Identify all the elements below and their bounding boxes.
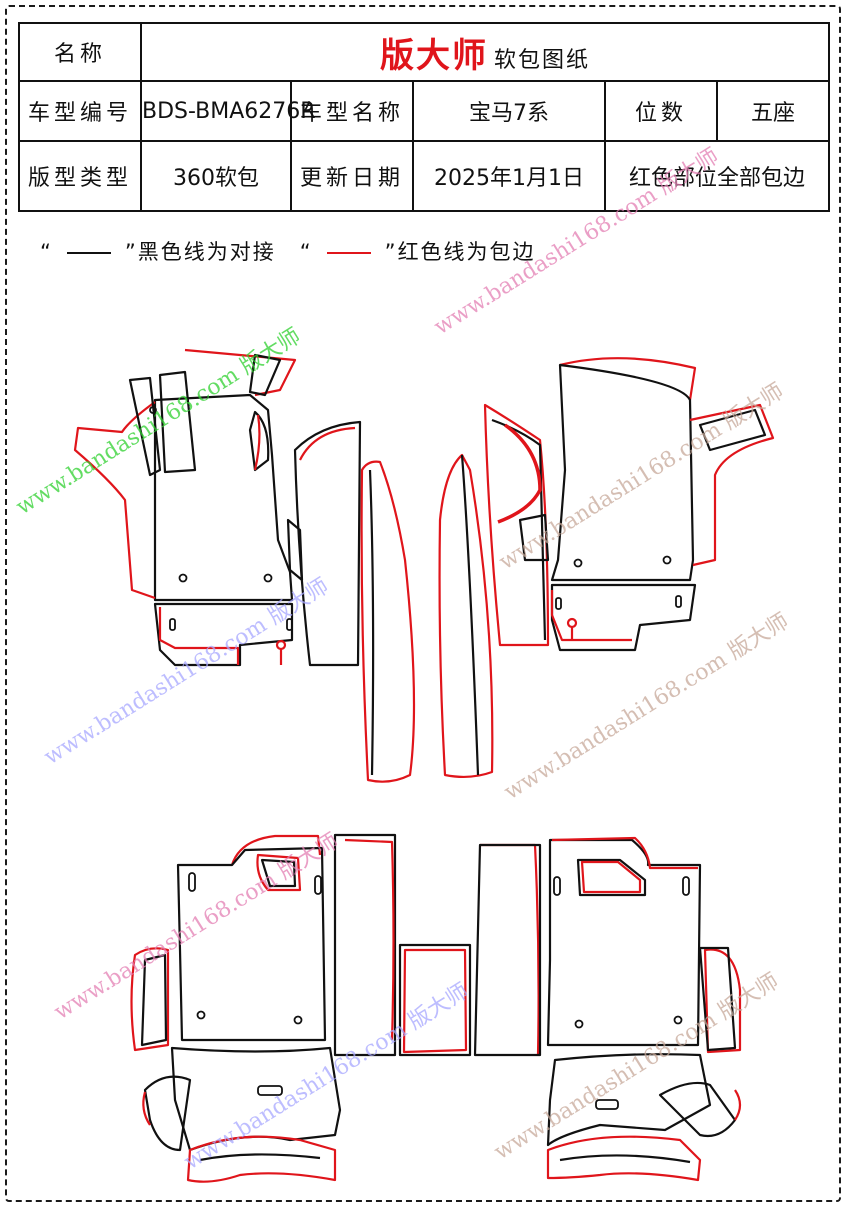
legend-close-quote-black: ” — [124, 240, 138, 264]
dashed-border — [5, 5, 841, 1202]
legend-black-text: 黑色线为对接 — [137, 240, 276, 264]
watermark-6: www.bandashi168.com 版大师 — [50, 829, 343, 1025]
pattern-type-label: 版型类型 — [18, 140, 142, 212]
legend-open-quote-black: “ — [40, 240, 53, 264]
update-date-value: 2025年1月1日 — [412, 140, 606, 212]
brand-subtitle: 软包图纸 — [494, 47, 591, 73]
legend-open-quote-red: “ — [299, 240, 313, 264]
model-code-label: 车型编号 — [18, 80, 142, 142]
binding-note: 红色部位全部包边 — [603, 140, 831, 212]
front-right-floor-piece — [550, 357, 775, 652]
legend-red-text: 红色线为包边 — [397, 240, 536, 264]
seats-value: 五座 — [715, 80, 831, 142]
update-date-label: 更新日期 — [290, 140, 414, 212]
rear-left-floor-piece — [130, 833, 472, 1183]
model-code-value: BDS-BMA6276R — [140, 80, 316, 142]
watermark-7: www.bandashi168.com 版大师 — [180, 979, 473, 1175]
model-name-value: 宝马7系 — [412, 80, 606, 142]
front-left-floor-piece — [73, 348, 297, 667]
name-label: 名称 — [18, 22, 142, 82]
red-line-swatch — [326, 252, 371, 254]
legend-close-quote-red: ” — [384, 240, 398, 264]
watermark-2: www.bandashi168.com 版大师 — [430, 144, 723, 340]
seats-label: 位数 — [604, 80, 718, 142]
info-table: 名称 版大师软包图纸 车型编号 BDS-BMA6276R 车型名称 宝马7系 位… — [18, 22, 831, 212]
pattern-type-value: 360软包 — [140, 140, 292, 212]
title-cell: 版大师软包图纸 — [139, 22, 831, 82]
model-name-label: 车型名称 — [290, 80, 414, 142]
black-line-swatch — [66, 252, 111, 254]
line-legend: “”黑色线为对接“”红色线为包边 — [40, 236, 536, 266]
rear-right-floor-piece — [473, 836, 742, 1182]
left-side-strips — [286, 420, 416, 783]
right-side-strips — [438, 403, 550, 779]
watermarks: www.bandashi168.com 版大师 www.bandashi168.… — [12, 144, 793, 1175]
brand-title: 版大师 — [380, 35, 489, 76]
